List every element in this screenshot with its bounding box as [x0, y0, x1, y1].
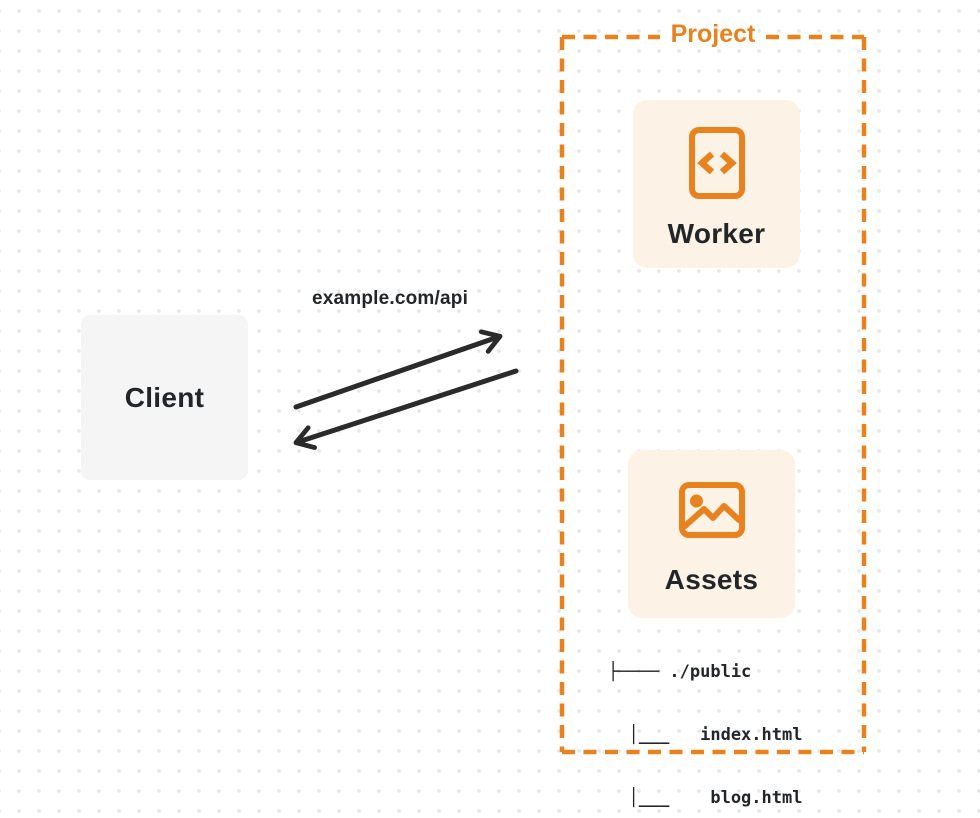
client-node: Client: [81, 315, 248, 480]
response-arrow: [293, 368, 519, 450]
assets-file-tree: ├──── ./public │___ index.html │___ blog…: [608, 620, 802, 818]
worker-label: Worker: [667, 218, 766, 249]
image-icon: [678, 482, 745, 538]
project-dashed-border: [559, 34, 867, 755]
assets-label: Assets: [664, 564, 759, 595]
tree-line: │___ index.html: [608, 725, 803, 745]
tree-line: │___ blog.html: [608, 788, 803, 808]
project-label: Project: [670, 20, 756, 48]
request-arrow: [293, 329, 503, 410]
code-icon: [688, 127, 745, 199]
worker-node: Worker: [633, 100, 800, 268]
client-label: Client: [124, 381, 205, 413]
tree-line: ├──── ./public: [608, 662, 752, 682]
assets-node: Assets: [628, 450, 795, 618]
request-url-label: example.com/api: [311, 288, 469, 309]
